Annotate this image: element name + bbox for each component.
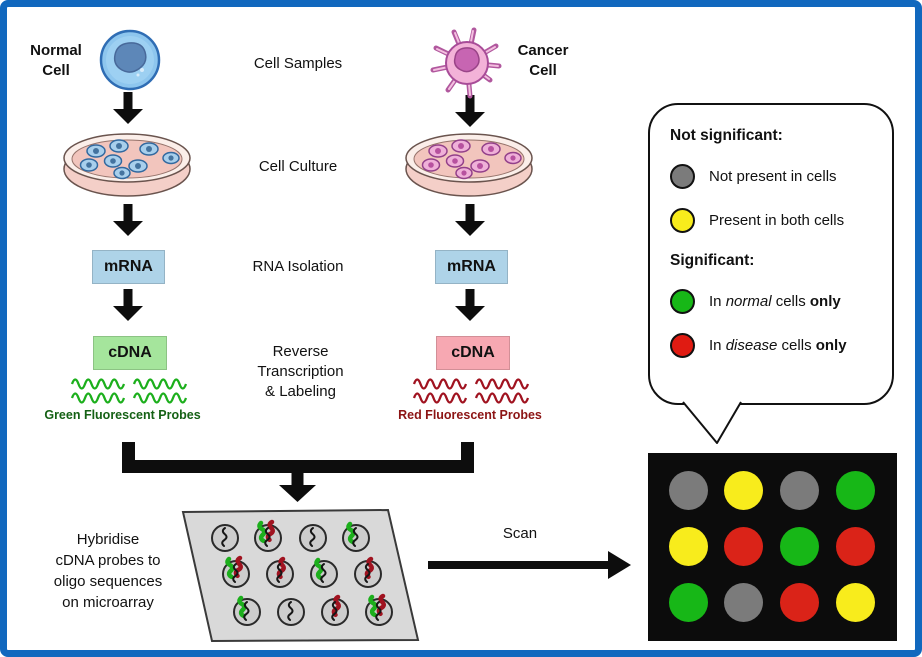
scan-spot-yellow bbox=[724, 470, 764, 510]
microarray-spot-black bbox=[299, 524, 327, 552]
scan-label: Scan bbox=[502, 525, 538, 542]
microarray-spot-black bbox=[277, 598, 305, 626]
mrna-box-normal: mRNA bbox=[92, 250, 165, 284]
scan-spot-red bbox=[779, 582, 819, 622]
step-cell-samples: Cell Samples bbox=[253, 55, 343, 72]
legend-dot-icon bbox=[670, 164, 695, 189]
legend-item-label: Not present in cells bbox=[709, 168, 837, 185]
scan-spot-green bbox=[835, 470, 875, 510]
legend-item: In disease cells only bbox=[670, 333, 884, 358]
scan-spot-red bbox=[724, 526, 764, 566]
legend-dot-icon bbox=[670, 333, 695, 358]
green-probes-icon bbox=[70, 378, 188, 404]
down-arrow-icon bbox=[113, 92, 143, 124]
legend-dot-icon bbox=[670, 289, 695, 314]
scan-spot-green bbox=[779, 526, 819, 566]
step-reverse-transcription: Reverse Transcription & Labeling bbox=[257, 343, 344, 400]
legend-item-label: In normal cells only bbox=[709, 293, 841, 310]
cancer-cell-label: Cancer Cell bbox=[517, 42, 569, 79]
scan-arrow-icon bbox=[428, 551, 631, 579]
hybridise-label: Hybridise cDNA probes to oligo sequences… bbox=[53, 531, 163, 611]
cdna-box-normal: cDNA bbox=[93, 336, 167, 370]
down-arrow-icon bbox=[113, 204, 143, 236]
normal-cell-icon bbox=[99, 29, 161, 91]
red-probes-label: Red Fluorescent Probes bbox=[398, 408, 542, 422]
normal-cell-label: Normal Cell bbox=[30, 42, 82, 79]
step-cell-culture: Cell Culture bbox=[258, 158, 338, 175]
legend-dot-icon bbox=[670, 208, 695, 233]
microarray-slide bbox=[181, 508, 420, 643]
legend-header: Significant: bbox=[670, 252, 755, 269]
cancer-cell-icon bbox=[430, 27, 502, 99]
down-arrow-icon bbox=[455, 204, 485, 236]
scan-spot-gray bbox=[668, 470, 708, 510]
green-probes-label: Green Fluorescent Probes bbox=[44, 408, 201, 422]
down-arrow-icon bbox=[113, 289, 143, 321]
legend-item: Present in both cells bbox=[670, 208, 884, 233]
petri-dish-normal bbox=[63, 133, 191, 197]
cdna-box-cancer: cDNA bbox=[436, 336, 510, 370]
scan-spot-red bbox=[835, 526, 875, 566]
scan-spot-green bbox=[668, 582, 708, 622]
merge-bracket-icon bbox=[122, 442, 474, 502]
legend-item: In normal cells only bbox=[670, 289, 884, 314]
scan-spot-yellow bbox=[835, 582, 875, 622]
bubble-tail-icon bbox=[682, 401, 742, 444]
scan-spot-gray bbox=[779, 470, 819, 510]
scan-spot-yellow bbox=[668, 526, 708, 566]
legend-header: Not significant: bbox=[670, 127, 783, 144]
scan-spot-gray bbox=[724, 582, 764, 622]
legend-item-label: Present in both cells bbox=[709, 212, 845, 229]
petri-dish-cancer bbox=[405, 133, 533, 197]
legend-item-label: In disease cells only bbox=[709, 337, 847, 354]
down-arrow-icon bbox=[455, 289, 485, 321]
legend-item: Not present in cells bbox=[670, 164, 884, 189]
mrna-box-cancer: mRNA bbox=[435, 250, 508, 284]
scan-result-panel bbox=[648, 453, 897, 641]
step-rna-isolation: RNA Isolation bbox=[252, 258, 344, 275]
red-probes-icon bbox=[412, 378, 530, 404]
microarray-spot-black bbox=[211, 524, 239, 552]
